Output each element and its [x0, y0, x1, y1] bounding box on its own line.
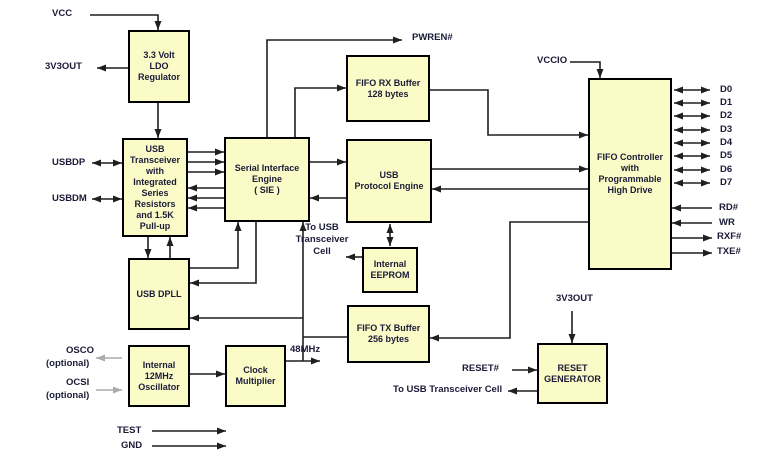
label-d3: D3: [720, 124, 733, 135]
block-ldo-regulator-label: 3.3 Volt LDO Regulator: [137, 50, 180, 82]
block-ldo-regulator: 3.3 Volt LDO Regulator: [128, 30, 190, 103]
wire-vccio: [570, 61, 604, 78]
block-internal-oscillator: Internal 12MHz Oscillator: [128, 345, 190, 407]
label-usbdp: USBDP: [52, 157, 86, 168]
wire-dpll-to-sie: [190, 222, 242, 269]
label-gnd: GND: [121, 440, 143, 451]
block-fifo-controller-label: FIFO Controller with Programmable High D…: [597, 152, 663, 195]
wire-vcc-to-ldo: [90, 14, 162, 30]
label-d0: D0: [720, 84, 733, 95]
block-reset-generator-label: RESET GENERATOR: [544, 362, 601, 384]
label-wr: WR: [719, 217, 735, 228]
block-fifo-tx-buffer-label: FIFO TX Buffer 256 bytes: [356, 323, 421, 344]
label-reset: RESET#: [462, 363, 499, 374]
label-txe: TXE#: [717, 246, 741, 257]
block-clock-multiplier-label: Clock Multiplier: [235, 365, 276, 386]
label-d2: D2: [720, 110, 733, 121]
label-d4: D4: [720, 137, 733, 148]
label-48mhz: 48MHz: [290, 344, 321, 355]
block-usb-dpll-label: USB DPLL: [136, 288, 182, 299]
block-usb-protocol-engine-label: USB Protocol Engine: [354, 170, 424, 191]
label-osco-optional: (optional): [46, 358, 90, 369]
label-to-usb-cell-mid: To USB Transceiver Cell: [295, 222, 349, 257]
label-ocsi-optional: (optional): [46, 390, 90, 401]
label-3v3out-reset: 3V3OUT: [556, 293, 593, 304]
block-usb-transceiver-label: USB Transceiver with Integrated Series R…: [129, 143, 181, 231]
block-usb-dpll: USB DPLL: [128, 258, 190, 330]
block-internal-oscillator-label: Internal 12MHz Oscillator: [138, 359, 180, 392]
block-fifo-rx-buffer: FIFO RX Buffer 128 bytes: [346, 55, 430, 122]
label-d1: D1: [720, 97, 733, 108]
label-vccio: VCCIO: [537, 55, 568, 66]
label-usbdm: USBDM: [52, 193, 87, 204]
label-osco: OSCO: [66, 345, 94, 356]
label-3v3out: 3V3OUT: [45, 61, 82, 72]
wire-fifo-rx-to-controller: [430, 89, 588, 139]
label-test: TEST: [117, 425, 142, 436]
block-fifo-tx-buffer: FIFO TX Buffer 256 bytes: [347, 305, 430, 363]
wire-sie-to-fifo-rx: [294, 84, 346, 137]
label-ocsi: OCSI: [66, 377, 90, 388]
block-clock-multiplier: Clock Multiplier: [225, 345, 286, 407]
block-internal-eeprom: Internal EEPROM: [362, 247, 418, 293]
wire-sie-to-pwren: [266, 36, 402, 137]
label-pwren: PWREN#: [412, 32, 453, 43]
block-serial-interface-engine-label: Serial Interface Engine ( SIE ): [234, 163, 300, 195]
block-serial-interface-engine: Serial Interface Engine ( SIE ): [224, 137, 310, 222]
block-reset-generator: RESET GENERATOR: [537, 343, 608, 404]
label-d6: D6: [720, 164, 733, 175]
block-fifo-rx-buffer-label: FIFO RX Buffer 128 bytes: [355, 77, 421, 99]
wire-controller-to-fifo-tx: [430, 221, 588, 342]
block-fifo-controller: FIFO Controller with Programmable High D…: [588, 78, 672, 270]
label-to-usb-cell-bottom: To USB Transceiver Cell: [393, 384, 503, 395]
label-rxf: RXF#: [717, 231, 742, 242]
label-d5: D5: [720, 150, 733, 161]
label-rd: RD#: [719, 202, 739, 213]
block-usb-protocol-engine: USB Protocol Engine: [346, 139, 432, 223]
block-internal-eeprom-label: Internal EEPROM: [370, 259, 410, 280]
block-usb-transceiver: USB Transceiver with Integrated Series R…: [122, 138, 188, 237]
label-d7: D7: [720, 177, 733, 188]
wire-sie-to-dpll: [190, 222, 257, 287]
label-vcc: VCC: [52, 8, 73, 19]
